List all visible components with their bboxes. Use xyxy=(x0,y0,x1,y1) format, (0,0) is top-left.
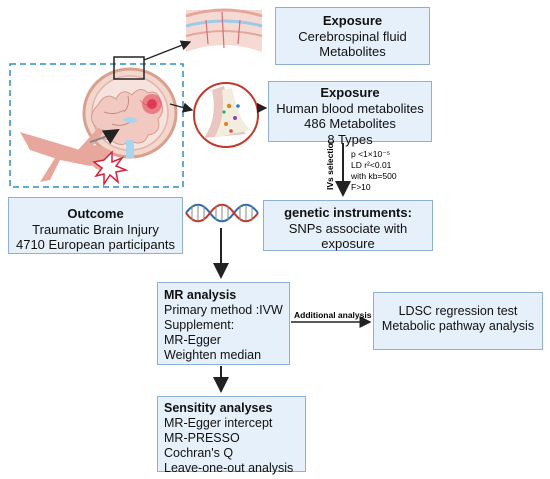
blood-vessel-icon xyxy=(193,82,259,148)
sensitivity-line-4: Leave-one-out analysis xyxy=(164,461,294,475)
csf-slice-illustration xyxy=(185,8,263,52)
genetic-instruments-line-2: exposure xyxy=(321,236,375,251)
ldsc-line-2: Metabolic pathway analysis xyxy=(381,319,535,333)
mr-analysis-line-1: Primary method :IVW xyxy=(164,303,283,317)
exposure-blood-line-1: Human blood metabolites xyxy=(276,100,424,116)
exposure-csf-title: Exposure xyxy=(322,13,383,28)
iv-criterion-2: LD r²<0.01 xyxy=(351,160,392,170)
fallen-person-icon xyxy=(20,128,111,182)
zoom-box xyxy=(113,56,145,80)
outcome-box: Outcome Traumatic Brain Injury 4710 Euro… xyxy=(8,197,183,254)
sensitivity-line-2: MR-PRESSO xyxy=(164,431,240,445)
ldsc-box: LDSC regression test Metabolic pathway a… xyxy=(373,292,543,350)
mr-analysis-line-2: Supplement: xyxy=(164,318,235,332)
mr-analysis-box: MR analysis Primary method :IVW Suppleme… xyxy=(157,282,290,365)
dashed-frame xyxy=(9,63,184,188)
exposure-blood-line-3: 8 Types xyxy=(327,131,373,147)
exposure-blood-line-2: 486 Metabolites xyxy=(304,116,396,131)
iv-criterion-3: with kb=500 xyxy=(350,171,397,181)
exposure-blood-box: Exposure Human blood metabolites 486 Met… xyxy=(268,81,432,147)
exposure-csf-line-2: Metabolites xyxy=(319,44,386,59)
genetic-instruments-box: genetic instruments: SNPs associate with… xyxy=(263,200,433,251)
exposure-csf-line-1: Cerebrospinal fluid xyxy=(298,28,407,44)
iv-criterion-4: F>10 xyxy=(351,182,371,192)
mr-analysis-line-4: Weighten median xyxy=(164,348,262,362)
brain-illustration xyxy=(82,67,178,159)
sensitivity-title: Sensitity analyses xyxy=(164,401,273,415)
additional-analysis-label: Additional analysis xyxy=(294,310,372,320)
dna-helix-icon xyxy=(185,203,259,223)
genetic-instruments-title: genetic instruments: xyxy=(284,205,412,220)
sensitivity-line-1: MR-Egger intercept xyxy=(164,416,273,430)
exposure-csf-box: Exposure Cerebrospinal fluid Metabolites xyxy=(275,7,430,65)
mr-analysis-title: MR analysis xyxy=(164,288,237,302)
exposure-blood-title: Exposure xyxy=(320,85,380,100)
iv-criterion-1: p <1×10⁻⁵ xyxy=(351,149,390,159)
ivs-selection-label: IVs selection xyxy=(325,138,335,190)
outcome-title: Outcome xyxy=(67,206,124,221)
sensitivity-line-3: Cochran's Q xyxy=(164,446,234,460)
impact-burst-icon xyxy=(92,150,129,187)
ldsc-line-1: LDSC regression test xyxy=(398,304,518,318)
mr-analysis-line-3: MR-Egger xyxy=(164,333,221,347)
outcome-line-2: 4710 European participants xyxy=(15,237,175,252)
outcome-line-1: Traumatic Brain Injury xyxy=(32,221,159,237)
sensitivity-box: Sensitity analyses MR-Egger intercept MR… xyxy=(157,396,306,475)
genetic-instruments-line-1: SNPs associate with xyxy=(288,220,408,236)
